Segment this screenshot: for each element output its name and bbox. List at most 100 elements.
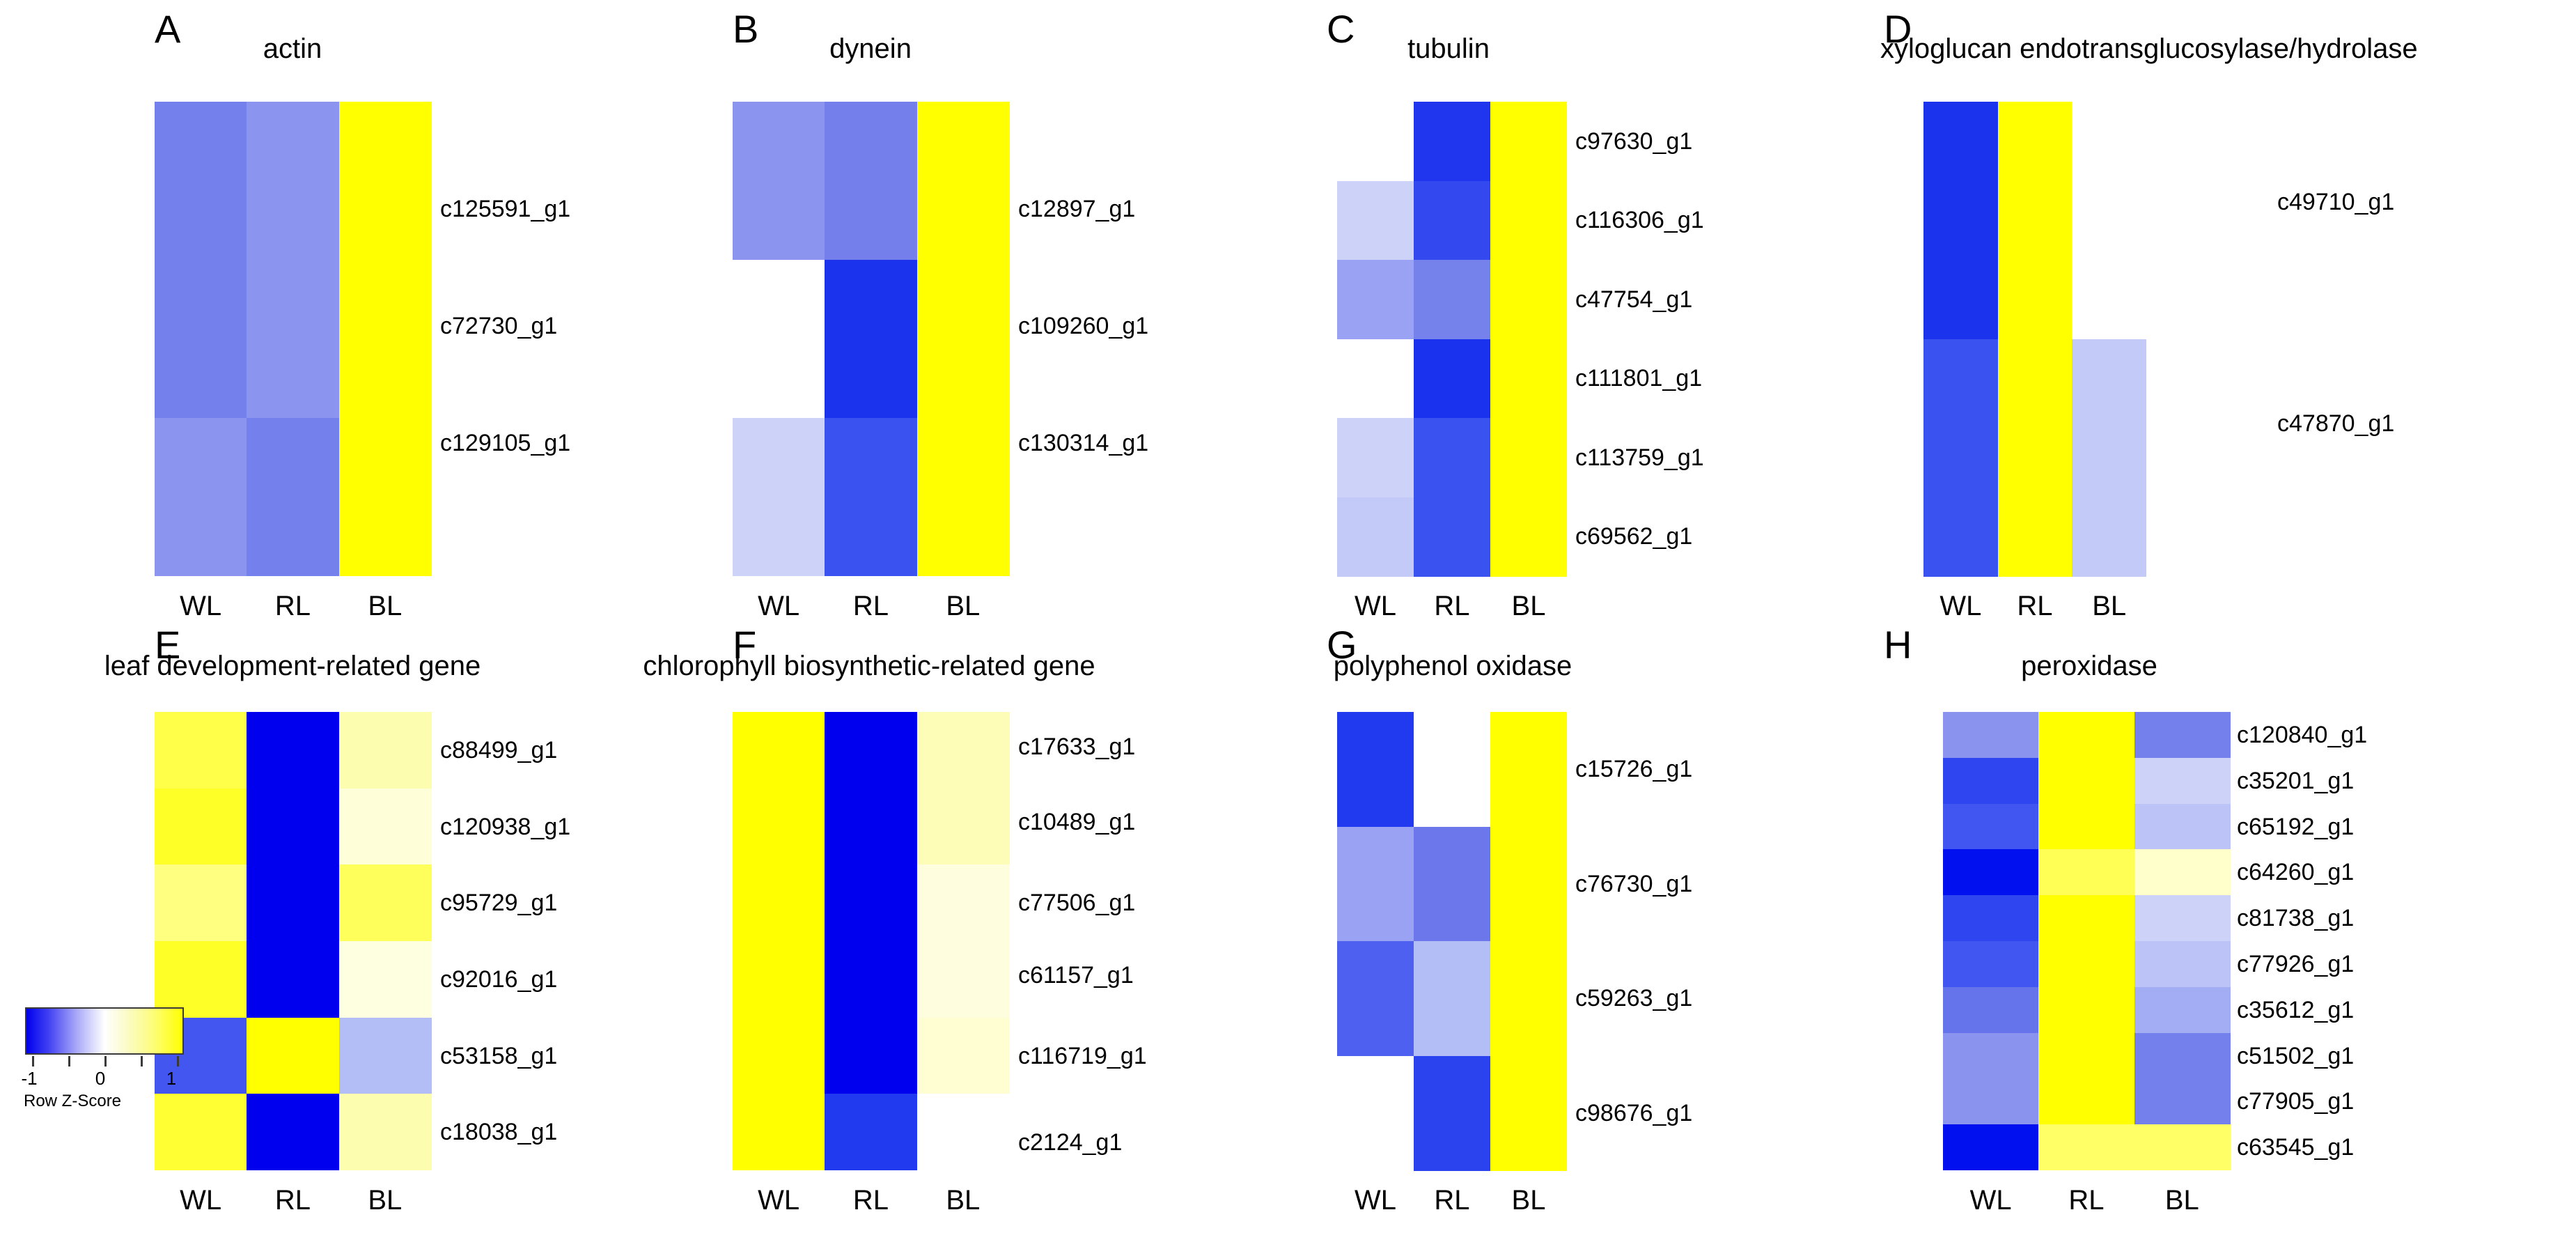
row-label: c18038_g1	[440, 1119, 558, 1146]
heatmap-cell	[1998, 339, 2072, 577]
heatmap-cell	[247, 1094, 339, 1170]
heatmap-cell	[1337, 941, 1414, 1056]
heatmap-cell	[1414, 827, 1490, 942]
heatmap-cell	[2134, 712, 2231, 758]
row-label: c51502_g1	[2237, 1042, 2355, 1069]
heatmap-cell	[247, 418, 339, 576]
heatmap-cell	[917, 418, 1010, 576]
legend-tick	[177, 1056, 179, 1067]
row-label: c109260_g1	[1018, 313, 1149, 339]
column-label-bl: BL	[368, 591, 403, 621]
heatmap-cell	[155, 260, 247, 418]
row-label: c130314_g1	[1018, 430, 1149, 456]
heatmap-cell	[1337, 260, 1414, 339]
heatmap-cell	[339, 260, 432, 418]
heatmap-cell	[1490, 181, 1567, 261]
heatmap-cell	[1414, 260, 1490, 339]
heatmap-cell	[2072, 339, 2146, 577]
panel-letter-h: H	[1884, 623, 1912, 667]
heatmap-cell	[1490, 941, 1567, 1056]
heatmap-grid-e	[155, 712, 432, 1170]
heatmap-cell	[339, 1094, 432, 1170]
column-label-rl: RL	[2017, 591, 2053, 621]
panel-title-f: chlorophyll biosynthetic-related gene	[643, 651, 1095, 681]
row-label: c81738_g1	[2237, 905, 2355, 932]
heatmap-cell	[825, 864, 917, 941]
column-label-rl: RL	[1434, 591, 1470, 621]
heatmap-cell	[917, 712, 1010, 789]
panel-letter-a: A	[155, 7, 181, 51]
heatmap-grid-a	[155, 102, 432, 576]
heatmap-cell	[1414, 712, 1490, 827]
row-label: c72730_g1	[440, 313, 558, 339]
heatmap-cell	[155, 712, 247, 789]
column-label-bl: BL	[946, 1185, 981, 1216]
heatmap-cell	[1943, 987, 2039, 1033]
heatmap-cell	[733, 102, 825, 260]
heatmap-cell	[2134, 849, 2231, 895]
column-label-wl: WL	[758, 1185, 800, 1216]
heatmap-cell	[339, 418, 432, 576]
panel-letter-d: D	[1884, 7, 1912, 51]
heatmap-cell	[155, 789, 247, 865]
row-label: c116306_g1	[1575, 207, 1704, 234]
panel-title-h: peroxidase	[2021, 651, 2157, 681]
heatmap-cell	[1490, 1056, 1567, 1171]
heatmap-cell	[2038, 758, 2134, 804]
row-label: c92016_g1	[440, 966, 558, 993]
heatmap-cell	[733, 864, 825, 941]
legend-tick-label: 0	[95, 1068, 106, 1089]
panel-letter-f: F	[733, 623, 757, 667]
column-label-bl: BL	[2164, 1185, 2199, 1216]
heatmap-cell	[339, 864, 432, 941]
column-label-bl: BL	[2092, 591, 2127, 621]
column-label-rl: RL	[2068, 1185, 2105, 1216]
panel-title-a: actin	[263, 33, 322, 64]
heatmap-cell	[2038, 1078, 2134, 1124]
column-label-rl: RL	[274, 591, 311, 621]
heatmap-cell	[2038, 1033, 2134, 1079]
heatmap-cell	[733, 1094, 825, 1170]
heatmap-cell	[825, 1094, 917, 1170]
row-label: c49710_g1	[2277, 189, 2395, 215]
heatmap-cell	[1923, 339, 1998, 577]
panel-title-b: dynein	[829, 33, 912, 64]
row-label: c15726_g1	[1575, 756, 1693, 783]
panel-title-d: xyloglucan endotransglucosylase/hydrolas…	[1880, 33, 2418, 64]
heatmap-cell	[155, 941, 247, 1018]
heatmap-cell	[1414, 941, 1490, 1056]
row-label: c95729_g1	[440, 890, 558, 917]
column-label-wl: WL	[1355, 1185, 1396, 1216]
heatmap-cell	[733, 712, 825, 789]
heatmap-cell	[1337, 712, 1414, 827]
row-label: c116719_g1	[1018, 1043, 1147, 1069]
row-label: c12897_g1	[1018, 196, 1136, 222]
heatmap-cell	[1490, 418, 1567, 497]
heatmap-cell	[339, 102, 432, 260]
heatmap-cell	[917, 941, 1010, 1018]
heatmap-grid-d	[1923, 102, 2146, 577]
column-label-rl: RL	[274, 1185, 311, 1216]
heatmap-cell	[155, 418, 247, 576]
heatmap-cell	[2134, 1033, 2231, 1079]
heatmap-cell	[1943, 712, 2039, 758]
heatmap-cell	[1490, 339, 1567, 419]
row-label: c2124_g1	[1018, 1129, 1123, 1156]
column-label-wl: WL	[180, 591, 222, 621]
heatmap-cell	[1337, 102, 1414, 181]
panel-letter-e: E	[155, 623, 181, 667]
column-label-bl: BL	[946, 591, 981, 621]
heatmap-grid-c	[1337, 102, 1567, 577]
heatmap-cell	[247, 712, 339, 789]
row-label: c129105_g1	[440, 430, 571, 456]
heatmap-cell	[1414, 497, 1490, 577]
legend-gradient-bar	[25, 1007, 184, 1055]
panel-title-e: leaf development-related gene	[104, 651, 481, 681]
row-label: c64260_g1	[2237, 859, 2355, 886]
row-label: c77905_g1	[2237, 1088, 2355, 1115]
heatmap-cell	[1490, 497, 1567, 577]
heatmap-cell	[917, 864, 1010, 941]
row-label: c47870_g1	[2277, 410, 2395, 437]
panel-title-g: polyphenol oxidase	[1333, 651, 1572, 681]
heatmap-cell	[1943, 895, 2039, 941]
